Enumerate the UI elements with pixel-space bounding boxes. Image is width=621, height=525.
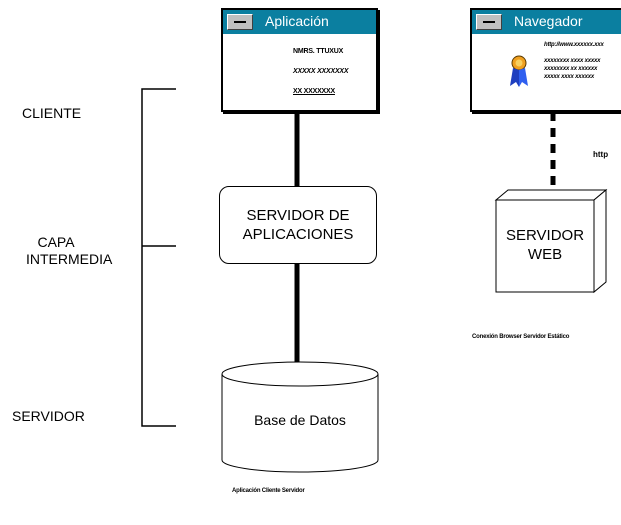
web-server-line-2: WEB bbox=[527, 246, 563, 263]
http-label: http bbox=[593, 150, 609, 159]
application-server-line-2: APLICACIONES bbox=[242, 226, 354, 243]
browser-title: Navegador bbox=[514, 13, 583, 29]
tier-bracket bbox=[141, 88, 176, 427]
award-ribbon-icon bbox=[510, 55, 528, 87]
application-line-3: XX XXXXXXX bbox=[293, 88, 335, 95]
database-label: Base de Datos bbox=[254, 412, 346, 428]
browser-line-1: xxxxxxxx xxxx xxxxx bbox=[544, 58, 601, 64]
browser-line-2: xxxxxxxx xx xxxxxx bbox=[544, 66, 598, 72]
application-server-line-1: SERVIDOR DE bbox=[246, 207, 350, 224]
application-window: Aplicación NMRS. TTUXUX XXXXX XXXXXXX XX… bbox=[221, 8, 378, 112]
caption-browser-static-server: Conexión Browser Servidor Estático bbox=[472, 334, 570, 340]
minimize-icon[interactable] bbox=[227, 14, 253, 30]
web-server-line-1: SERVIDOR bbox=[505, 227, 585, 244]
application-title: Aplicación bbox=[265, 13, 329, 29]
browser-window: Navegador http://www.xxxxxx.xxx xxxxxxxx… bbox=[470, 8, 621, 112]
application-server-box: SERVIDOR DE APLICACIONES bbox=[219, 186, 377, 264]
minimize-icon[interactable] bbox=[476, 14, 502, 30]
web-server-box-shape bbox=[494, 188, 608, 294]
browser-url: http://www.xxxxxx.xxx bbox=[544, 42, 604, 48]
caption-client-server-app: Aplicación Cliente Servidor bbox=[232, 488, 305, 494]
tier-label-capa: CAPA bbox=[37, 234, 75, 250]
browser-title-bar: Navegador bbox=[472, 10, 621, 32]
application-line-1: NMRS. TTUXUX bbox=[293, 48, 344, 55]
browser-line-3: xxxxx xxxx xxxxxx bbox=[544, 74, 594, 80]
application-title-bar: Aplicación bbox=[223, 10, 376, 32]
tier-label-cliente: CLIENTE bbox=[22, 105, 82, 121]
database-cylinder bbox=[221, 361, 379, 473]
browser-body: http://www.xxxxxx.xxx xxxxxxxx xxxx xxxx… bbox=[472, 32, 621, 110]
application-line-2: XXXXX XXXXXXX bbox=[293, 68, 349, 75]
application-body: NMRS. TTUXUX XXXXX XXXXXXX XX XXXXXXX bbox=[223, 32, 376, 110]
tier-label-servidor: SERVIDOR bbox=[12, 408, 85, 424]
web-server-label: SERVIDOR WEB bbox=[496, 226, 594, 264]
